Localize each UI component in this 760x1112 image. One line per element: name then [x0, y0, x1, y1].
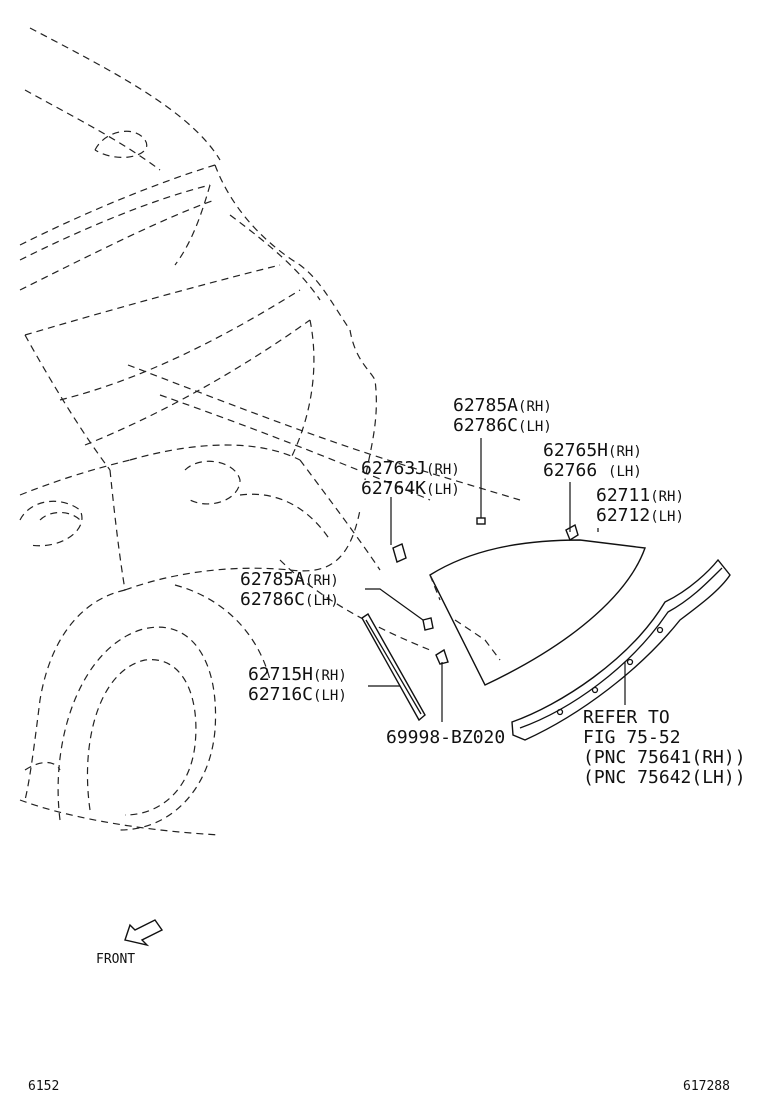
callout-62785A-lower: 62785A(RH) 62786C(LH) [240, 569, 339, 610]
svg-text:62786C(LH): 62786C(LH) [240, 589, 339, 610]
clip-62785-lower [422, 617, 434, 631]
side-tag-rh: (RH) [650, 489, 684, 505]
callout-62711: 62711(RH) 62712(LH) [596, 485, 684, 526]
callout-62715H: 62715H(RH) 62716C(LH) [248, 664, 347, 705]
part-number-rh: 62785A [453, 395, 518, 416]
part-number-lh: 62766 [543, 460, 608, 481]
part-number-rh: 62711 [596, 485, 650, 506]
svg-text:62764K(LH): 62764K(LH) [361, 478, 460, 499]
callout-69998: 69998-BZ020 [386, 727, 505, 748]
leader-lines [365, 438, 626, 722]
side-tag-rh: (RH) [313, 668, 347, 684]
front-arrow-icon [124, 919, 164, 947]
vehicle-body-outline [19, 27, 521, 836]
svg-text:62763J(RH): 62763J(RH) [361, 458, 460, 479]
refer-line-3: (PNC 75641(RH)) [583, 747, 746, 768]
side-tag-rh: (RH) [426, 462, 460, 478]
part-number-lh: 62786C [453, 415, 518, 436]
refer-line-2: FIG 75-52 [583, 727, 681, 748]
part-number: 69998-BZ020 [386, 727, 505, 748]
clip-69998 [435, 648, 449, 665]
svg-text:62716C(LH): 62716C(LH) [248, 684, 347, 705]
side-tag-lh: (LH) [426, 482, 460, 498]
part-number-lh: 62716C [248, 684, 313, 705]
weatherstrip [361, 612, 426, 722]
footer-left-code: 6152 [28, 1079, 59, 1094]
refer-line-4: (PNC 75642(LH)) [583, 767, 746, 788]
part-number-rh: 62765H [543, 440, 608, 461]
clip-62763 [392, 543, 407, 563]
footer-right-code: 617288 [683, 1079, 730, 1094]
side-molding [511, 558, 731, 741]
refer-note: REFER TO FIG 75-52 (PNC 75641(RH)) (PNC … [583, 707, 746, 788]
clip-62765 [565, 523, 579, 542]
front-label: FRONT [96, 952, 135, 967]
side-tag-rh: (RH) [608, 444, 642, 460]
side-tag-rh: (RH) [305, 573, 339, 589]
side-tag-rh: (RH) [518, 399, 552, 415]
svg-text:62765H(RH): 62765H(RH) [543, 440, 642, 461]
side-tag-lh: (LH) [305, 593, 339, 609]
svg-text:62711(RH): 62711(RH) [596, 485, 684, 506]
side-tag-lh: (LH) [518, 419, 552, 435]
clip-upper [476, 517, 486, 525]
side-tag-lh: (LH) [313, 688, 347, 704]
svg-text:62715H(RH): 62715H(RH) [248, 664, 347, 685]
part-number-lh: 62712 [596, 505, 650, 526]
svg-text:62712(LH): 62712(LH) [596, 505, 684, 526]
svg-text:62786C(LH): 62786C(LH) [453, 415, 552, 436]
front-indicator: FRONT [96, 919, 164, 967]
part-number-rh: 62715H [248, 664, 313, 685]
svg-text:62766 (LH): 62766 (LH) [543, 460, 642, 481]
part-number-lh: 62786C [240, 589, 305, 610]
callout-62785A-upper: 62785A(RH) 62786C(LH) [453, 395, 552, 436]
refer-line-1: REFER TO [583, 707, 670, 728]
side-tag-lh: (LH) [608, 464, 642, 480]
callout-62763J: 62763J(RH) 62764K(LH) [361, 458, 460, 499]
callout-62765H: 62765H(RH) 62766 (LH) [543, 440, 642, 481]
svg-text:62785A(RH): 62785A(RH) [240, 569, 339, 590]
svg-text:62785A(RH): 62785A(RH) [453, 395, 552, 416]
part-number-rh: 62785A [240, 569, 305, 590]
part-number-lh: 62764K [361, 478, 426, 499]
quarter-window-glass [429, 539, 646, 686]
part-number-rh: 62763J [361, 458, 426, 479]
side-tag-lh: (LH) [650, 509, 684, 525]
